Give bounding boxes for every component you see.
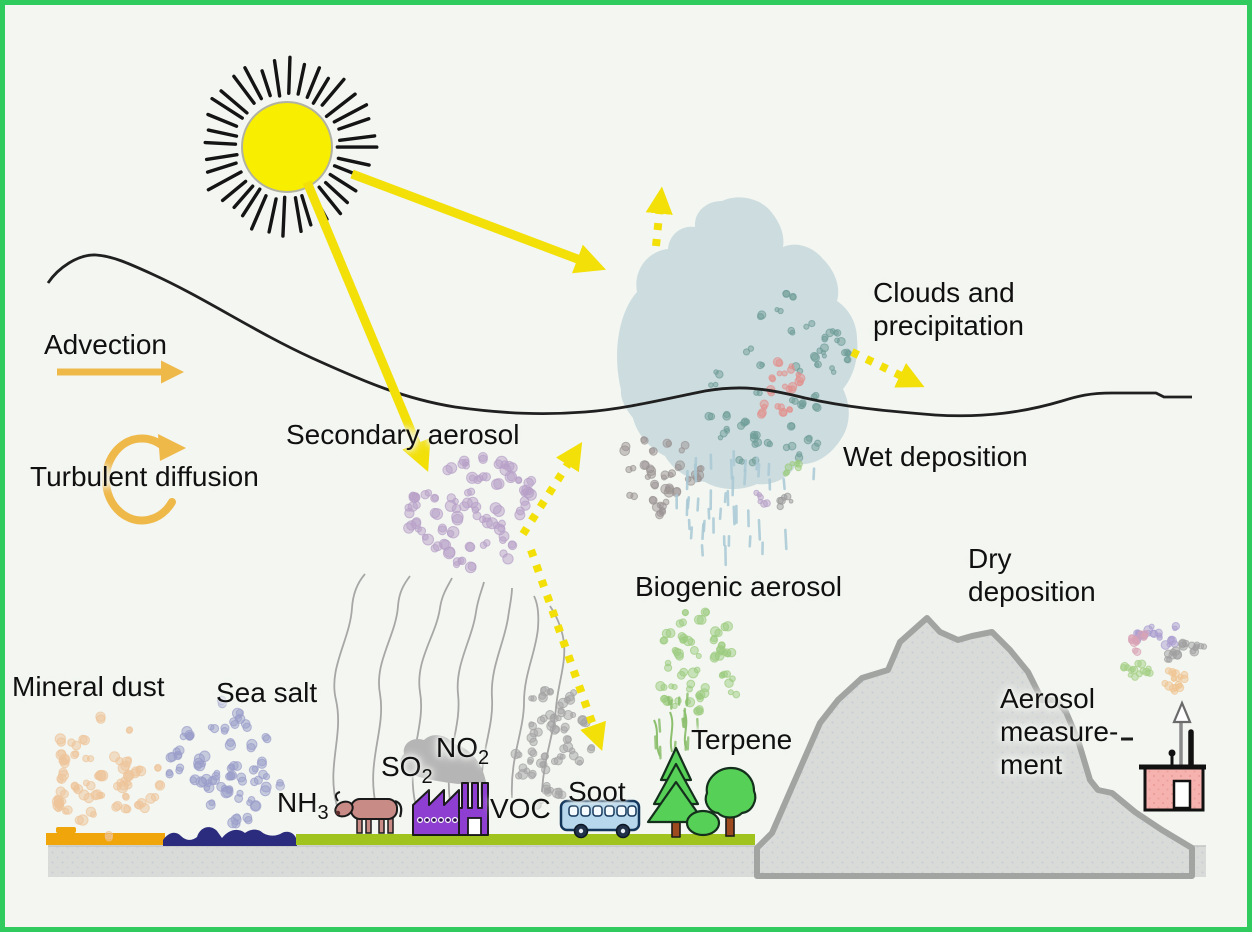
sun-core [241,101,333,193]
factory-icon [400,735,489,836]
label-dry-deposition: Dry deposition [968,543,1096,608]
falling-green-speck [782,459,803,477]
scattered-light-up-arrow [519,441,583,537]
mineral-dust-particles [51,711,166,842]
label-so2: SO2 [381,751,433,788]
label-biogenic-aerosol: Biogenic aerosol [635,571,843,602]
label-clouds-precipitation: Clouds and precipitation [873,277,1024,342]
label-turbulent-diffusion: Turbulent diffusion [30,461,259,492]
measured-mix-green-particles [1119,659,1154,681]
measured-mix-pink-particles [1128,629,1149,656]
radiation-arrows [302,169,925,751]
factory-door [467,817,482,836]
falling-gray-speck [776,492,794,511]
label-terpene: Terpene [691,724,793,755]
below-cloud-gray-particles [619,436,705,520]
falling-purple-speck [753,489,771,508]
label-advection: Advection [44,329,167,360]
scattered-light-down-arrow [527,548,606,751]
measured-mix-gray-particles [1163,638,1208,663]
biogenic-aerosol-particles [655,607,741,716]
cloud-reflection-arrow [645,186,673,247]
label-wet-deposition: Wet deposition [843,441,1028,472]
terpene-emission-lines [653,709,688,757]
bus-icon [559,799,641,839]
sun-rays [203,55,379,238]
label-no2: NO2 [436,732,490,769]
label-soot: Soot [568,776,626,807]
label-mineral-dust: Mineral dust [12,671,165,702]
factory-smoke [400,735,486,784]
sea-salt-particles [165,695,285,829]
label-nh3: NH3 [277,787,329,824]
cloud [617,197,858,490]
label-aerosol-measurement: Aerosol measure- ment [1000,683,1119,781]
measurement-station-icon [1121,700,1206,812]
station-door [1172,779,1192,810]
cow-icon [334,791,403,834]
sun-icon [203,55,379,238]
label-sea-salt: Sea salt [216,677,318,708]
sunlight-to-cloud-arrow [350,169,607,274]
factory-windows [417,816,459,823]
sunlight-to-aerosol-arrow [302,180,431,472]
deciduous-tree-icon [704,766,757,837]
label-secondary-aerosol: Secondary aerosol [286,419,520,450]
cloud-droplet-particles [704,289,853,467]
cloud-outflow-arrow [850,348,925,388]
mountain [754,615,1195,879]
wind-vane-arrow-icon [1172,700,1192,724]
particle-clusters [51,289,1208,842]
bus-windows [568,805,637,817]
rain-streaks [675,449,816,567]
terpene-wisps [654,692,700,760]
measured-mix-orange-particles [1161,667,1189,695]
grass-strip [296,834,755,845]
turbulent-diffusion-loop [101,434,186,525]
desert-mound [56,827,76,833]
secondary-aerosol-particles [403,451,537,574]
label-voc: VOC [490,793,551,824]
sea-waves [163,827,297,846]
bush-icon [685,809,721,837]
boundary-layer-line [46,253,1192,418]
sensor-head [1168,749,1176,757]
conifer-tree-icon [646,746,706,838]
